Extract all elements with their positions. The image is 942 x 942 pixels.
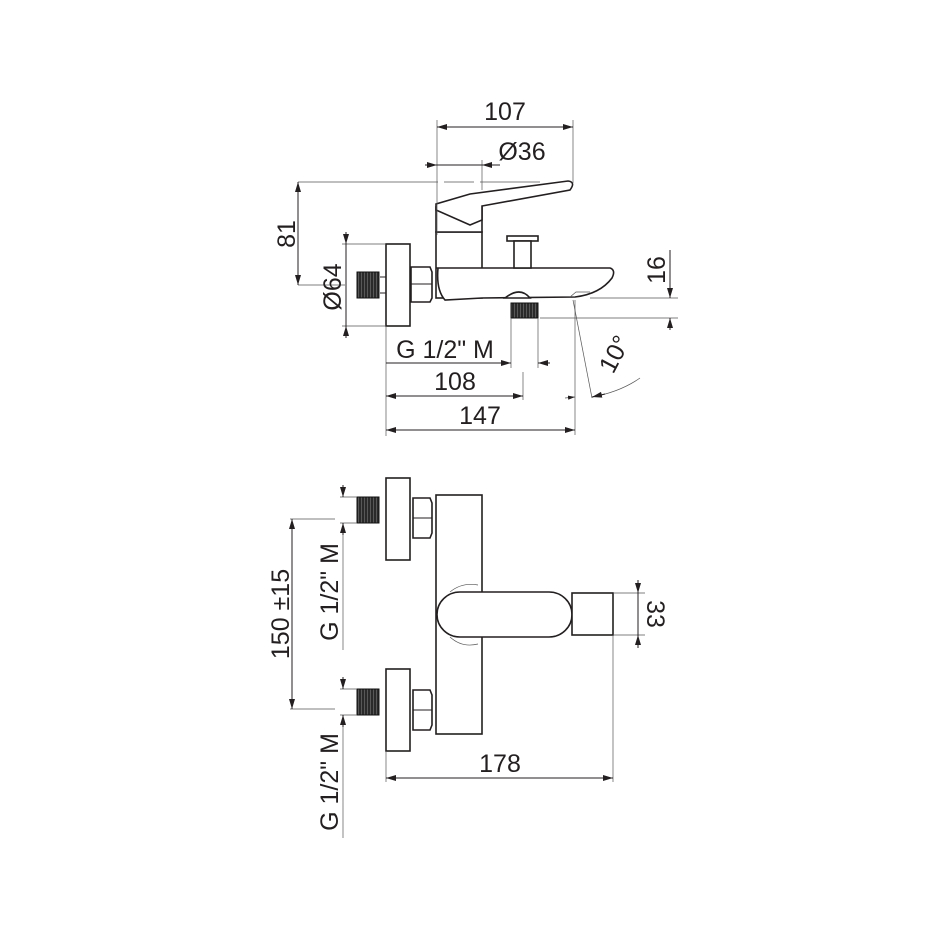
spout xyxy=(436,267,615,301)
top-view: 150 ±15 G 1/2" M G 1/2" M 33 178 xyxy=(267,477,669,838)
side-view: 107 Ø36 81 Ø64 16 G 1/2" M 108 147 xyxy=(273,98,678,436)
dim-108-label: 108 xyxy=(434,368,476,396)
spout-tip xyxy=(571,592,614,636)
dim-16-label: 16 xyxy=(643,256,671,284)
thread-label-lower: G 1/2" M xyxy=(316,733,344,831)
nipple-upper xyxy=(356,496,380,524)
flange-lower xyxy=(385,668,411,752)
lever-handle xyxy=(435,180,574,226)
dim-angle-label: 10° xyxy=(594,331,636,378)
dim-81-label: 81 xyxy=(273,220,301,248)
dim-33-label: 33 xyxy=(641,600,669,628)
threaded-nipple xyxy=(356,271,380,299)
dim-107-label: 107 xyxy=(484,98,526,126)
flange-upper xyxy=(385,477,411,561)
dim-64-label: Ø64 xyxy=(319,263,347,310)
dim-147-label: 147 xyxy=(459,402,501,430)
thread-label-upper: G 1/2" M xyxy=(316,543,344,641)
thread-label-outlet: G 1/2" M xyxy=(396,336,494,364)
outlet-thread xyxy=(510,302,539,319)
dim-178-label: 178 xyxy=(479,750,521,778)
nipple-lower xyxy=(356,688,380,716)
diverter-stem xyxy=(513,240,532,269)
spout-top xyxy=(436,591,573,638)
dim-150-label: 150 ±15 xyxy=(267,569,295,659)
wall-flange xyxy=(385,243,411,327)
dim-36-label: Ø36 xyxy=(498,138,545,166)
